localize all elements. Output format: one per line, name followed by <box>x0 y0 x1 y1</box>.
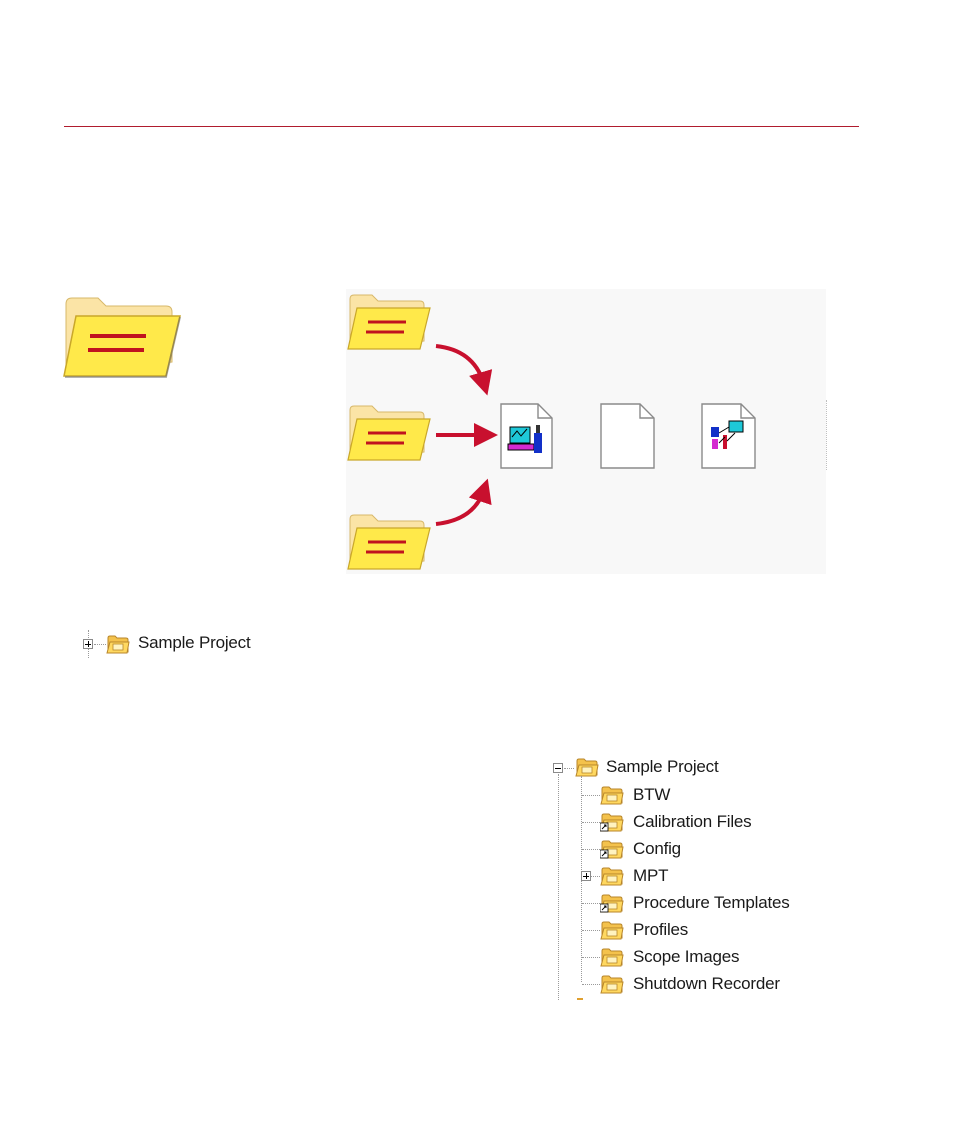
folder-icon <box>600 947 624 967</box>
tree-item-label: Scope Images <box>633 947 739 967</box>
collapsed-tree: Sample Project <box>80 630 280 660</box>
tree-item-label: MPT <box>633 866 668 886</box>
tree-item-label: Procedure Templates <box>633 893 790 913</box>
tree-guide-line <box>582 795 600 796</box>
shortcut-folder-icon <box>600 839 624 859</box>
tree-guide-line <box>582 849 600 850</box>
tree-guide-line <box>582 822 600 823</box>
folder-icon <box>600 866 624 886</box>
header-divider <box>64 126 859 127</box>
tree-item-label: Calibration Files <box>633 812 751 832</box>
tree-item-label: BTW <box>633 785 670 805</box>
network-document-icon <box>701 403 757 469</box>
arrows-group <box>430 340 500 540</box>
tree-guide-line <box>582 930 600 931</box>
expanded-tree: Sample Project BTW Calibration Files <box>548 754 828 1014</box>
collapse-toggle[interactable] <box>553 763 563 773</box>
tree-item-label: Shutdown Recorder <box>633 974 780 994</box>
expand-toggle[interactable] <box>581 871 591 881</box>
tree-guide-line <box>582 903 600 904</box>
procedure-document-icon <box>500 403 554 469</box>
shortcut-folder-icon <box>600 812 624 832</box>
tree-guide-line <box>558 774 559 1000</box>
tree-guide-line <box>582 957 600 958</box>
panel-edge <box>826 400 829 470</box>
tree-guide-line <box>564 768 574 769</box>
folder-icon <box>346 511 432 571</box>
tree-item-label: Config <box>633 839 681 859</box>
tree-guide-line <box>94 644 106 645</box>
tree-scroll-marker <box>577 998 583 1000</box>
folder-icon <box>600 785 624 805</box>
folder-icon <box>62 292 182 378</box>
blank-document-icon <box>600 403 656 469</box>
expand-toggle[interactable] <box>83 639 93 649</box>
tree-node-label[interactable]: Sample Project <box>138 633 250 653</box>
tree-item-label: Profiles <box>633 920 688 940</box>
curved-arrow-up-icon <box>436 490 484 524</box>
folder-icon <box>346 402 432 462</box>
folder-icon <box>600 974 624 994</box>
folder-icon <box>600 920 624 940</box>
folder-icon <box>346 291 432 351</box>
folder-icon <box>106 634 130 654</box>
open-folder-icon <box>575 757 599 777</box>
tree-guide-line <box>582 984 600 985</box>
tree-node-label[interactable]: Sample Project <box>606 757 718 777</box>
curved-arrow-down-icon <box>436 346 484 384</box>
shortcut-folder-icon <box>600 893 624 913</box>
